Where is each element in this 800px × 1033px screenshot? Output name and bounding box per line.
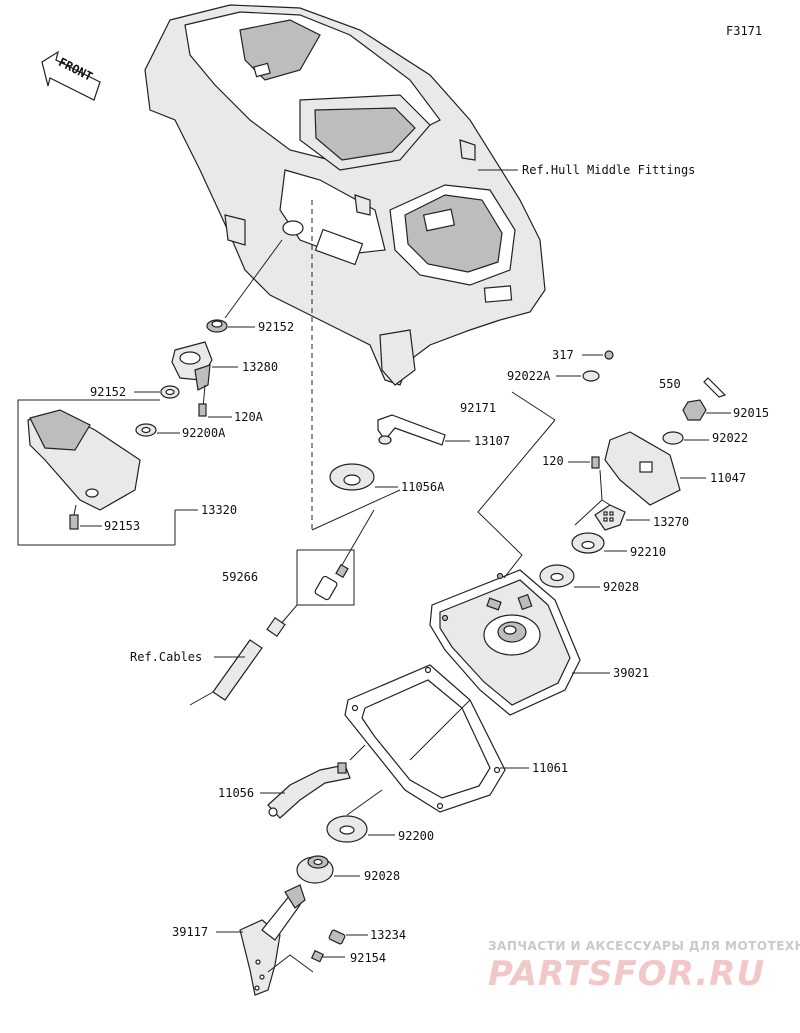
part-92200-washer [326, 815, 368, 843]
ref-cables-label: Ref.Cables [130, 650, 202, 664]
figure-code: F3171 [726, 24, 762, 38]
ref-hull-label: Ref.Hull Middle Fittings [522, 163, 695, 177]
label-92153: 92153 [104, 519, 140, 533]
part-92022a-washer [582, 370, 600, 382]
label-92210: 92210 [630, 545, 666, 559]
part-120a-bolt [198, 384, 207, 417]
watermark-tagline: ЗАПЧАСТИ И АКСЕССУАРЫ ДЛЯ МОТОТЕХНИКИ [488, 939, 800, 953]
part-11061-gasket [344, 664, 506, 813]
part-92210-bushing [571, 532, 605, 554]
label-59266: 59266 [222, 570, 258, 584]
part-59266-cable-joint [296, 509, 375, 606]
watermark-brand: PARTSFOR.RU [488, 954, 765, 994]
part-92028-bushing-lower [296, 855, 334, 884]
label-11056a: 11056A [401, 480, 445, 494]
label-92152-a: 92152 [258, 320, 294, 334]
front-arrow-icon: FRONT [41, 50, 101, 101]
label-92154: 92154 [350, 951, 386, 965]
label-92028-b: 92028 [364, 869, 400, 883]
part-317-nut [604, 350, 614, 360]
part-11056a-bracket [329, 463, 375, 491]
label-13107: 13107 [474, 434, 510, 448]
label-13280: 13280 [242, 360, 278, 374]
part-92028-washer-upper [539, 564, 575, 588]
hull-illustration [144, 4, 546, 386]
part-92154-bolt [267, 949, 325, 973]
part-92152-grommet-top [206, 239, 283, 333]
label-39117: 39117 [172, 925, 208, 939]
label-92022: 92022 [712, 431, 748, 445]
label-13234: 13234 [370, 928, 406, 942]
label-92171: 92171 [460, 401, 496, 415]
label-11047: 11047 [710, 471, 746, 485]
part-39117-steering-arm [239, 884, 306, 996]
part-550-cotter-pin [703, 377, 727, 398]
part-39021-steering-base [429, 569, 581, 716]
label-11061: 11061 [532, 761, 568, 775]
part-92022-washer [662, 431, 684, 445]
part-11047-bracket [599, 431, 681, 506]
label-92200a: 92200A [182, 426, 226, 440]
part-11056-arm [267, 762, 351, 819]
part-13234-pin [328, 929, 346, 945]
label-92028-a: 92028 [603, 580, 639, 594]
label-317: 317 [552, 348, 574, 362]
part-92171-rod [511, 391, 556, 421]
part-13280-bracket [171, 341, 213, 391]
cable-end [189, 604, 298, 706]
label-550: 550 [659, 377, 681, 391]
label-13320: 13320 [201, 503, 237, 517]
label-11056: 11056 [218, 786, 254, 800]
part-13320-cover-group [17, 399, 198, 546]
label-92152-b: 92152 [90, 385, 126, 399]
label-92200: 92200 [398, 829, 434, 843]
label-92015: 92015 [733, 406, 769, 420]
part-120-bolt [591, 456, 600, 469]
part-13107-plate [377, 414, 446, 446]
label-92022a: 92022A [507, 369, 551, 383]
label-120: 120 [542, 454, 564, 468]
part-13270-plate [594, 504, 626, 531]
part-92015-nut [682, 399, 707, 421]
label-39021: 39021 [613, 666, 649, 680]
label-13270: 13270 [653, 515, 689, 529]
label-120a: 120A [234, 410, 264, 424]
